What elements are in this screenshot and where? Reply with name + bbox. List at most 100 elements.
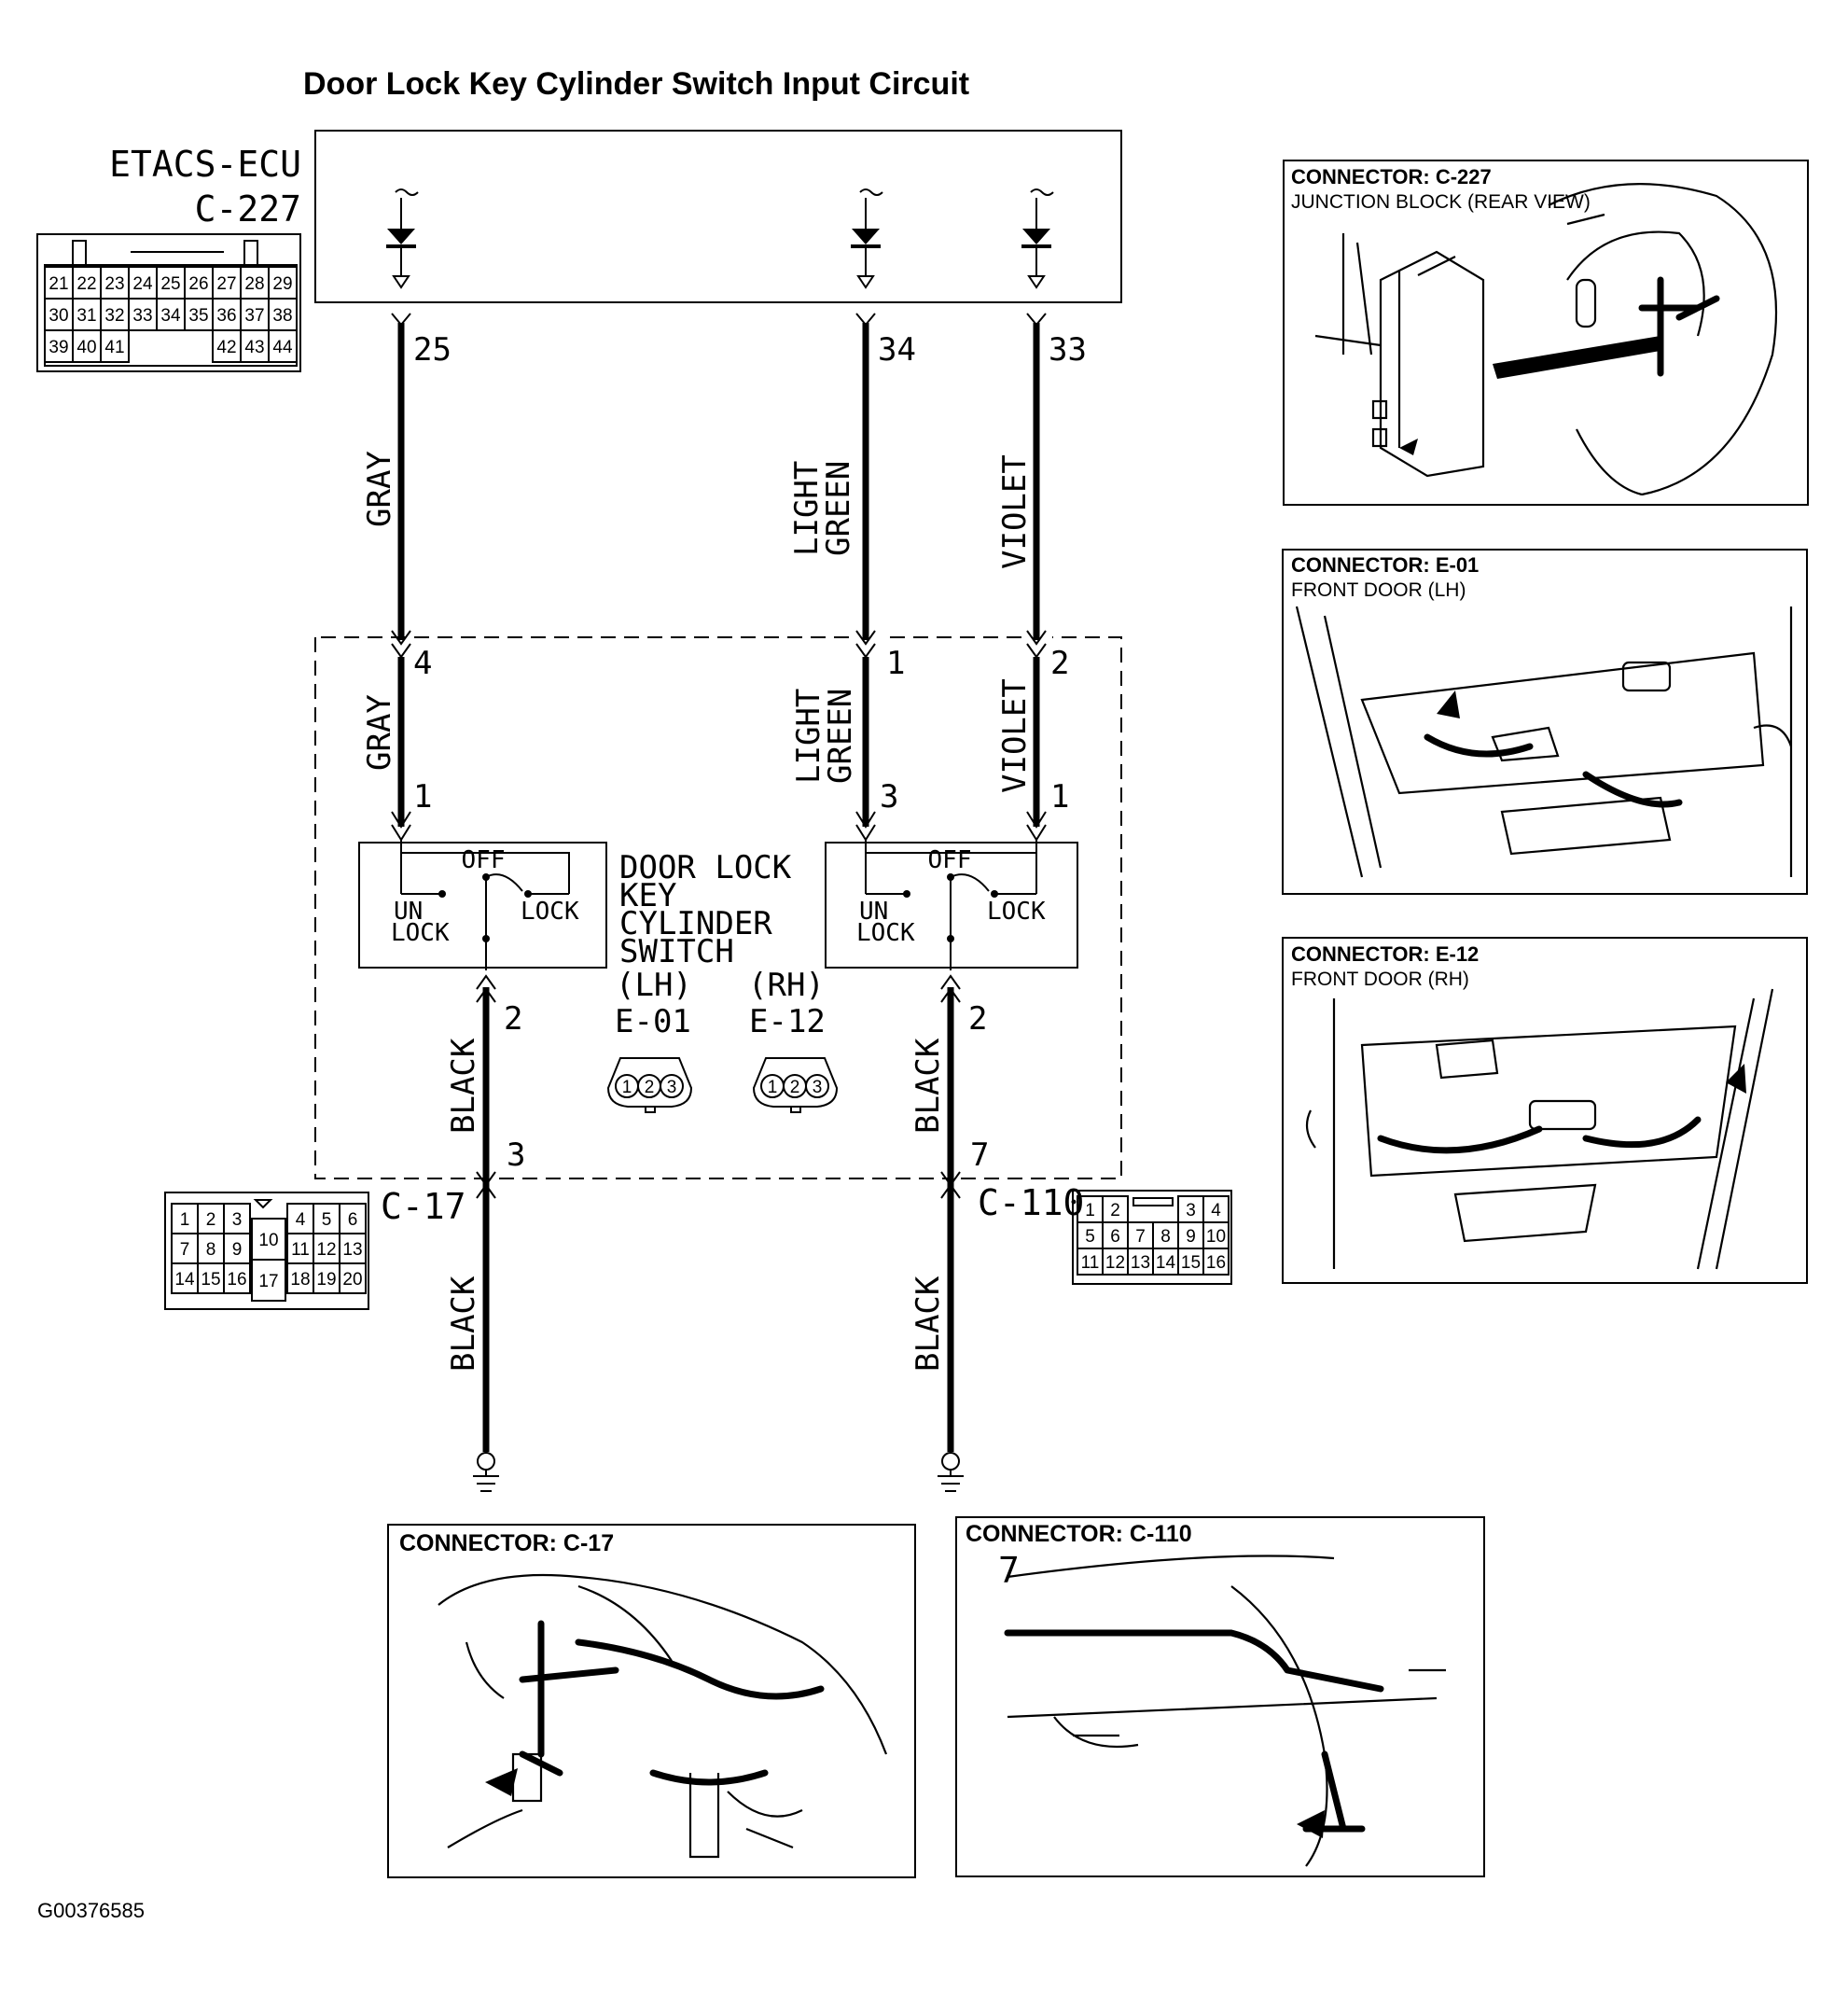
wire-label-violet-top: VIOLET (996, 454, 1034, 569)
wire-label-black-left-upper: BLACK (445, 1038, 482, 1134)
c227-pin: 40 (76, 338, 96, 357)
connector-c110-label: C-110 (978, 1182, 1084, 1223)
wire-label-black-right-upper: BLACK (910, 1038, 947, 1134)
switch-label-line-1: DOOR LOCK (619, 849, 792, 886)
c17-pin: 8 (206, 1240, 216, 1260)
c227-pin: 27 (216, 274, 236, 294)
c227-pin: 39 (49, 338, 68, 357)
panel-e12-title: CONNECTOR: E-12 (1291, 942, 1479, 966)
e01-pin-2: 2 (645, 1078, 655, 1097)
wire-label-gray-top: GRAY (361, 451, 398, 527)
c227-pin: 32 (104, 306, 124, 326)
ecu-diode-34 (851, 188, 883, 289)
panel-c110: CONNECTOR: C-110 7 (955, 1516, 1485, 1877)
c227-pin: 33 (132, 306, 152, 326)
panel-e12: CONNECTOR: E-12 FRONT DOOR (RH) (1282, 937, 1808, 1284)
c110-pin: 5 (1085, 1227, 1095, 1247)
c17-pin: 20 (342, 1270, 362, 1290)
c227-pin: 23 (104, 274, 124, 294)
wire-label-violet-mid: VIOLET (996, 678, 1034, 793)
panel-c227-title: CONNECTOR: C-227 (1291, 165, 1492, 188)
c227-pin: 43 (244, 338, 264, 357)
c227-pin: 35 (188, 306, 208, 326)
c17-pin: 10 (258, 1231, 278, 1250)
pin-2-right: 2 (1050, 645, 1069, 682)
wire-label-light-mid: LIGHT (790, 689, 827, 784)
c110-pin: 7 (1135, 1227, 1146, 1247)
panel-c227-subtitle: JUNCTION BLOCK (REAR VIEW) (1291, 191, 1591, 213)
c227-pin: 38 (272, 306, 292, 326)
c17-pin: 4 (296, 1210, 306, 1230)
pin-1-right: 1 (1050, 778, 1069, 816)
c17-pin: 11 (291, 1240, 310, 1260)
c227-pin: 30 (49, 306, 68, 326)
wire-violet-top: 33 VIOLET (996, 313, 1087, 659)
wire-violet-mid: 2 VIOLET 1 (996, 645, 1069, 842)
c17-pin: 9 (232, 1240, 243, 1260)
e12-pin-3: 3 (813, 1078, 823, 1097)
etacs-ecu: ETACS-ECU C-227 (109, 130, 1122, 303)
c227-pin: 26 (188, 274, 208, 294)
wire-label-green-mid: GREEN (822, 689, 859, 784)
switch-rh-un: UN (859, 898, 888, 926)
c110-pin: 11 (1081, 1253, 1100, 1273)
c110-pin: 6 (1110, 1227, 1120, 1247)
c227-pin: 21 (49, 274, 68, 294)
figure-id: G00376585 (37, 1899, 145, 1922)
c17-pin: 13 (342, 1240, 362, 1260)
pin-25: 25 (413, 331, 452, 369)
pin-7-right-bottom: 7 (970, 1136, 989, 1174)
c227-pin: 24 (132, 274, 153, 294)
c17-pin: 18 (290, 1270, 310, 1290)
c227-pin: 42 (216, 338, 236, 357)
switch-rh-lock: LOCK (987, 898, 1046, 926)
c17-pin: 2 (206, 1210, 216, 1230)
panel-c17-title: CONNECTOR: C-17 (399, 1530, 614, 1556)
c17-pin: 17 (258, 1272, 278, 1291)
switch-label-rh: (RH) (748, 967, 825, 1004)
ecu-diode-25 (386, 188, 419, 289)
ecu-diode-33 (1021, 188, 1054, 289)
c17-pin: 12 (316, 1240, 336, 1260)
panel-e01-subtitle: FRONT DOOR (LH) (1291, 579, 1466, 601)
ecu-box (314, 130, 1122, 303)
c227-pin: 36 (216, 306, 236, 326)
wire-label-light-top: LIGHT (788, 461, 826, 556)
c227-pin: 37 (244, 306, 264, 326)
c110-pin: 3 (1186, 1201, 1196, 1220)
c17-pin: 19 (316, 1270, 336, 1290)
panel-e01-title: CONNECTOR: E-01 (1291, 553, 1479, 577)
pin-33: 33 (1049, 331, 1087, 369)
c110-pin: 13 (1131, 1253, 1150, 1273)
c17-pin: 7 (180, 1240, 190, 1260)
c110-pin: 8 (1160, 1227, 1171, 1247)
pin-3-left-bottom: 3 (507, 1136, 525, 1174)
c227-pin: 41 (104, 338, 124, 357)
switch-label-line-4: SWITCH (619, 933, 734, 970)
ecu-connector-label: C-227 (195, 188, 301, 230)
connector-e01-face: 1 2 3 (606, 1057, 693, 1113)
e01-pin-1: 1 (622, 1078, 632, 1097)
wire-label-gray-mid: GRAY (361, 694, 398, 771)
e12-pin-1: 1 (768, 1078, 778, 1097)
c227-pin: 34 (160, 306, 181, 326)
c110-pin: 16 (1206, 1253, 1226, 1273)
c227-pin: 25 (160, 274, 180, 294)
switch-label-line-3: CYLINDER (619, 905, 772, 942)
connector-e12-label: E-12 (749, 1003, 826, 1040)
connector-c17-label: C-17 (381, 1186, 466, 1227)
switch-lh-un: UN (394, 898, 423, 926)
wire-lightgreen-top: 34 LIGHT GREEN (788, 313, 916, 659)
c17-pin: 3 (232, 1210, 243, 1230)
c17-pin: 16 (227, 1270, 246, 1290)
wire-label-green-top: GREEN (820, 461, 857, 556)
pin-2-left-bottom: 2 (504, 1000, 522, 1038)
switch-rh: OFF UN LOCK LOCK (825, 840, 1078, 970)
c110-pin: 1 (1085, 1201, 1095, 1220)
c110-pin: 9 (1186, 1227, 1196, 1247)
door-harness-boundary (314, 636, 1122, 1179)
wire-black-left: 2 BLACK 3 BLACK (445, 974, 525, 1492)
wire-gray-top: 25 GRAY (361, 313, 452, 659)
c17-pin: 14 (174, 1270, 195, 1290)
